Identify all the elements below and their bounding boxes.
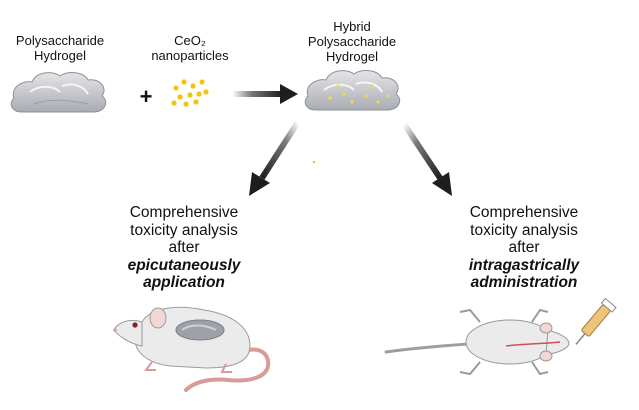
arrow-to-intragastric [401,122,452,196]
right-label-emph1: intragastrically [468,256,580,274]
process-arrow [232,84,298,104]
ceo2-nanoparticles-icon [171,79,209,107]
mouse-top-view [384,297,617,376]
nanoparticles-label-line2: nanoparticles [151,47,229,63]
left-label-line2: toxicity analysis [130,221,238,239]
hydrogel-label-line1: Polysaccharide [15,33,105,48]
left-label-line3: after [168,239,200,256]
nanoparticles-label-line1: CeO₂ [174,33,206,48]
right-label-emph2: administration [470,274,578,291]
nanoparticle-speck [312,160,316,164]
plus-sign: + [139,84,153,109]
hybrid-label-line1: Hybrid [333,19,371,34]
intragastric-analysis-label: Comprehensive toxicity analysis after in… [454,204,594,292]
right-label-line1: Comprehensive [469,204,579,221]
hydrogel-label-line2: Hydrogel [33,47,87,63]
left-label-emph1: epicutaneously [127,256,241,274]
left-label-line1: Comprehensive [129,204,239,221]
epicutaneous-analysis-label: Comprehensive toxicity analysis after ep… [114,204,254,292]
right-label-line2: toxicity analysis [470,221,578,239]
hybrid-label-line3: Hydrogel [325,48,379,64]
mouse-side-view [113,306,271,392]
polysaccharide-hydrogel-icon [10,72,107,113]
arrow-to-epicutaneous [249,120,301,196]
left-label-emph2: application [143,274,225,291]
hybrid-label-line2: Polysaccharide [307,33,397,49]
hybrid-hydrogel-label: Hybrid Polysaccharide Hydrogel [298,19,406,65]
right-label-line3: after [508,239,540,256]
nanoparticles-label: CeO₂ nanoparticles [138,33,242,64]
hydrogel-label: Polysaccharide Hydrogel [8,33,112,64]
hybrid-hydrogel-icon [304,70,401,111]
